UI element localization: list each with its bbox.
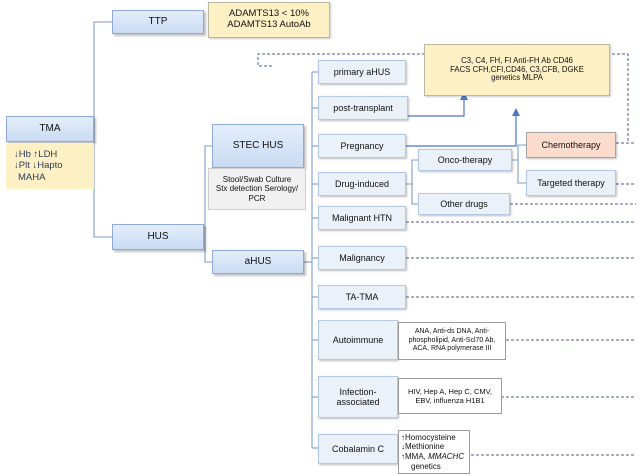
complement-test-1: C3, C4, FH, FI Anti-FH Ab CD46 bbox=[461, 55, 573, 65]
node-cobalamin-c: Cobalamin C bbox=[318, 434, 398, 464]
connector-hus-stec bbox=[204, 145, 212, 237]
node-infection-associated: Infection-associated bbox=[318, 376, 398, 418]
stec-test-2: Stx detection Serology/ bbox=[215, 184, 299, 194]
node-pregnancy: Pregnancy bbox=[318, 134, 406, 158]
infection-test-1: HIV, Hep A, Hep C, CMV, bbox=[407, 387, 493, 396]
tma-lab-1: ↓Hb ↑LDH bbox=[14, 148, 58, 160]
ttp-test-1: ADAMTS13 < 10% bbox=[229, 8, 309, 20]
node-targeted-therapy: Targeted therapy bbox=[526, 170, 616, 196]
connector-hus-ahus bbox=[204, 237, 212, 263]
arrow-post-transplant bbox=[408, 92, 468, 117]
node-autoimmune: Autoimmune bbox=[318, 320, 398, 360]
infection-test-2: EBV, influenza H1B1 bbox=[415, 396, 485, 405]
node-stec-tests: Stool/Swab Culture Stx detection Serolog… bbox=[208, 168, 306, 210]
connector-tma-ttp bbox=[93, 21, 112, 128]
complement-test-2: FACS CFH,CFI,CD46, C3,CFB, DGKE bbox=[450, 64, 584, 74]
stec-test-3: PCR bbox=[248, 193, 266, 203]
node-primary-ahus: primary aHUS bbox=[318, 60, 406, 84]
ttp-test-2: ADAMTS13 AutoAb bbox=[227, 19, 311, 30]
dashed-ttp-loop bbox=[257, 53, 629, 143]
autoimmune-test-2: phospholipid, Anti-Scl70 Ab, bbox=[408, 336, 496, 344]
node-onco-therapy: Onco-therapy bbox=[418, 149, 512, 171]
cobalamin-test-4: genetics bbox=[411, 461, 441, 471]
node-infection-tests: HIV, Hep A, Hep C, CMV, EBV, influenza H… bbox=[398, 378, 502, 414]
node-post-transplant: post-transplant bbox=[318, 96, 408, 120]
node-other-drugs: Other drugs bbox=[418, 193, 510, 215]
autoimmune-test-1: ANA, Anti-ds DNA, Anti- bbox=[414, 328, 490, 336]
node-chemotherapy: Chemotherapy bbox=[526, 132, 616, 158]
node-ta-tma: TA-TMA bbox=[318, 285, 406, 309]
node-tma: TMA bbox=[6, 116, 94, 142]
tma-lab-3: MAHA bbox=[18, 171, 46, 183]
cobalamin-test-3: ↑MMA, MMACHC bbox=[401, 452, 464, 462]
cobalamin-test-1: ↑Homocysteine bbox=[401, 432, 456, 442]
node-drug-induced: Drug-induced bbox=[318, 172, 406, 196]
arrow-pregnancy bbox=[406, 108, 520, 147]
cobalamin-test-3-gene: MMACHC bbox=[428, 452, 465, 461]
node-stec-hus: STEC HUS bbox=[212, 124, 304, 168]
stec-test-1: Stool/Swab Culture bbox=[222, 175, 292, 185]
autoimmune-test-3: ACA, RNA polymerase III bbox=[412, 345, 492, 353]
cobalamin-test-2: ↓Methionine bbox=[401, 442, 445, 452]
node-tma-labs: ↓Hb ↑LDH ↓Plt ↓Hapto MAHA bbox=[6, 143, 94, 189]
node-hus: HUS bbox=[112, 224, 204, 250]
node-ttp: TTP bbox=[112, 10, 204, 34]
node-malignant-htn: Malignant HTN bbox=[318, 206, 406, 230]
node-cobalamin-tests: ↑Homocysteine ↓Methionine ↑MMA, MMACHC g… bbox=[398, 430, 470, 474]
node-ttp-tests: ADAMTS13 < 10% ADAMTS13 AutoAb bbox=[208, 2, 330, 38]
node-malignancy: Malignancy bbox=[318, 246, 406, 270]
node-ahus: aHUS bbox=[212, 250, 304, 274]
complement-test-3: genetics MLPA bbox=[491, 73, 543, 83]
node-complement-tests: C3, C4, FH, FI Anti-FH Ab CD46 FACS CFH,… bbox=[424, 44, 610, 96]
node-autoimmune-tests: ANA, Anti-ds DNA, Anti- phospholipid, An… bbox=[398, 322, 506, 360]
tma-lab-2: ↓Plt ↓Hapto bbox=[14, 160, 63, 172]
cobalamin-test-3-plain: ↑MMA, bbox=[401, 452, 429, 461]
connector-tma-hus bbox=[93, 128, 112, 238]
